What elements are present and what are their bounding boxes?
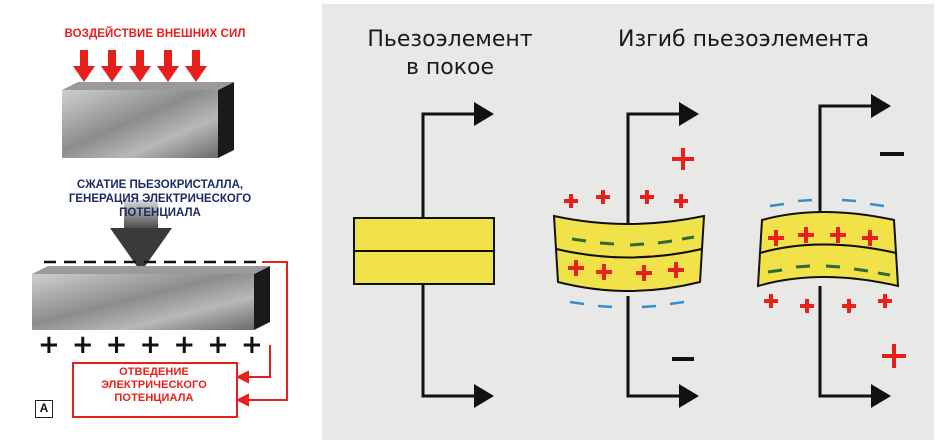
bend1-wire-top [626,112,683,224]
bend2-outer-plus-1 [764,294,778,308]
bend2-outer-plus-2 [800,299,814,313]
rest-element [353,102,495,408]
rest-title: Пьезоэлемент в покое [350,26,550,82]
panel-letter: A [35,400,53,418]
bend1-arrow-top [679,102,699,126]
rest-wire-bottom [421,284,478,398]
bend2-arrow-bottom [871,384,891,408]
bend1-outer-plus-2 [596,190,610,204]
rest-plate-top [353,217,495,252]
bend2-outer-plus-3 [842,299,856,313]
output-label: ОТВЕДЕНИЕ ЭЛЕКТРИЧЕСКОГО ПОТЕНЦИАЛА [74,366,234,405]
bend2-inner-plus-2 [798,227,814,243]
bend1-wire-bottom [626,296,683,398]
bend2-arrow-top [871,94,891,118]
bend1-outer-minus [569,300,685,309]
force-arrow-4 [157,50,179,82]
crystal-top [62,82,234,158]
rest-arrow-top [474,102,494,126]
bend2-wire-top [818,104,875,219]
compression-label-line-3: ПОТЕНЦИАЛА [119,207,201,219]
output-wires [235,261,288,407]
rest-plate-bottom [353,250,495,285]
force-arrow-2 [101,50,123,82]
bend2-plus-marks [764,227,906,368]
rest-title-line-2: в покое [405,55,495,80]
left-panel-drawing [32,50,288,407]
output-label-line-3: ПОТЕНЦИАЛА [114,392,194,404]
force-arrows [73,50,207,82]
right-panel: Пьезоэлемент в покое Изгиб пьезоэлемента [322,4,934,440]
rest-title-line-1: Пьезоэлемент [367,27,533,52]
compression-label: СЖАТИЕ ПЬЕЗОКРИСТАЛЛА, ГЕНЕРАЦИЯ ЭЛЕКТРИ… [55,178,265,220]
positive-charge-row: + + + + + + + [38,330,263,360]
bend1-inner-plus-1 [568,260,584,276]
bend2-inner-plus-1 [768,230,784,246]
bend1-plus-marks [564,148,694,281]
bend-element-2 [756,94,906,408]
bend1-terminal-plus [672,148,694,170]
rest-arrow-bottom [474,384,494,408]
right-panel-drawing [353,94,906,408]
bend1-outer-plus-3 [640,190,654,204]
bend-title: Изгиб пьезоэлемента [618,27,870,52]
bend1-arrow-bottom [679,384,699,408]
force-arrow-5 [185,50,207,82]
rest-wire-top [421,112,478,218]
bend1-inner-minus [571,235,695,247]
left-panel: ВОЗДЕЙСТВИЕ ВНЕШНИХ СИЛ [0,0,318,446]
output-label-line-2: ЭЛЕКТРИЧЕСКОГО [101,379,207,391]
force-arrow-1 [73,50,95,82]
bend1-inner-plus-2 [596,264,612,280]
compression-label-line-1: СЖАТИЕ ПЬЕЗОКРИСТАЛЛА, [76,179,244,191]
bend2-inner-minus [767,264,891,277]
bend1-outer-plus-4 [674,194,688,208]
bend1-plate-bottom [554,247,704,292]
compression-arrow [110,200,172,272]
output-label-box [72,362,238,418]
bend2-terminal-plus [882,344,906,368]
bend1-inner-plus-3 [636,265,652,281]
bend-element-1 [552,102,706,408]
crystal-bottom [32,266,270,330]
bend1-inner-plus-4 [668,262,684,278]
force-arrow-3 [129,50,151,82]
bend2-inner-plus-3 [830,227,846,243]
bend1-outer-plus-1 [564,194,578,208]
bend2-inner-plus-4 [862,230,878,246]
output-label-line-1: ОТВЕДЕНИЕ [119,366,189,378]
compression-label-line-2: ГЕНЕРАЦИЯ ЭЛЕКТРИЧЕСКОГО [68,193,252,205]
bend2-outer-plus-4 [878,294,892,308]
bend2-outer-minus [769,198,885,208]
external-forces-label: ВОЗДЕЙСТВИЕ ВНЕШНИХ СИЛ [64,28,246,40]
bend2-wire-bottom [818,286,875,398]
